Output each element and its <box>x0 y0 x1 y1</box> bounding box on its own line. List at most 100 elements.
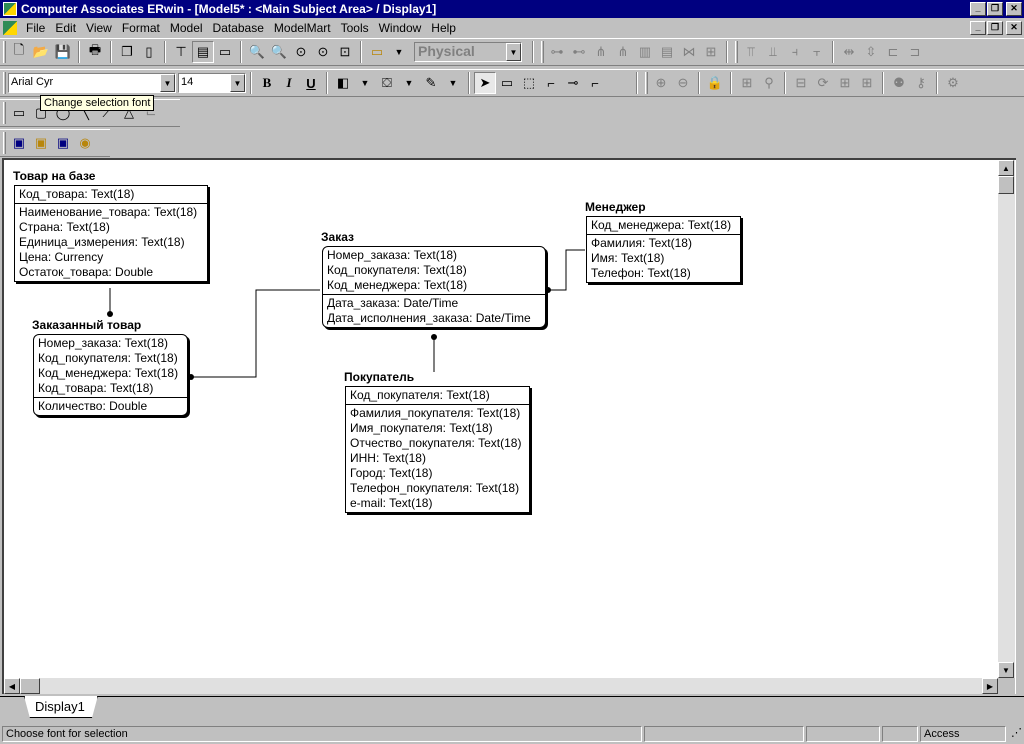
doc-minimize-button[interactable]: _ <box>970 21 986 35</box>
attribute[interactable]: Количество: Double <box>38 399 148 413</box>
display-level-icon[interactable]: ▭ <box>370 44 384 59</box>
attribute[interactable]: Имя: Text(18) <box>591 251 665 265</box>
attribute[interactable]: Имя_покупателя: Text(18) <box>350 421 493 435</box>
save-icon[interactable]: 💾 <box>54 44 72 59</box>
vertical-scroll-thumb[interactable] <box>998 176 1014 194</box>
note-icon[interactable]: ▭ <box>218 44 232 59</box>
attribute[interactable]: Дата_исполнения_заказа: Date/Time <box>327 311 531 325</box>
close-button[interactable]: ✕ <box>1006 2 1022 16</box>
paint-brush-icon[interactable]: ⊤ <box>175 44 187 59</box>
attribute[interactable]: Наименование_товара: Text(18) <box>19 205 198 219</box>
horizontal-scroll-thumb[interactable] <box>20 678 40 694</box>
rel-zakaz-zakaz-tovar[interactable] <box>192 289 320 378</box>
rectangle-tool-icon[interactable]: ▭ <box>12 105 26 120</box>
menu-help[interactable]: Help <box>431 20 456 35</box>
underline-button[interactable]: U <box>306 75 316 91</box>
attribute[interactable]: Фамилия: Text(18) <box>591 236 692 250</box>
attribute[interactable]: Телефон: Text(18) <box>591 266 691 280</box>
dotted-box-tool-icon[interactable]: ⬚ <box>522 75 536 90</box>
print-icon[interactable]: 🖶 <box>88 42 102 57</box>
key-attribute[interactable]: Номер_заказа: Text(18) <box>327 248 458 262</box>
scroll-left-button[interactable]: ◀ <box>4 678 20 694</box>
vertical-scrollbar[interactable]: ▲ ▼ <box>998 160 1015 678</box>
rel-manager-zakaz[interactable] <box>549 249 585 291</box>
scroll-up-button[interactable]: ▲ <box>998 160 1014 176</box>
key-attribute[interactable]: Код_покупателя: Text(18) <box>350 388 490 402</box>
zoom-fit-icon[interactable]: ⊙ <box>317 44 329 59</box>
zoom-actual-icon[interactable]: ⊙ <box>295 44 307 59</box>
triangle-tool-icon[interactable]: △ <box>124 105 134 120</box>
minimize-button[interactable]: _ <box>970 2 986 16</box>
menu-tools[interactable]: Tools <box>340 20 369 35</box>
fill-color-icon[interactable]: ◧ <box>336 75 350 90</box>
key-attribute[interactable]: Код_покупателя: Text(18) <box>327 263 467 277</box>
entity-tool-icon[interactable]: ▭ <box>500 75 514 90</box>
attribute[interactable]: Цена: Currency <box>19 250 104 264</box>
menu-view[interactable]: View <box>86 20 112 35</box>
pen-color-icon[interactable]: ✎ <box>425 75 437 90</box>
key-attribute[interactable]: Код_менеджера: Text(18) <box>327 278 468 292</box>
page-icon[interactable]: ▯ <box>145 44 153 59</box>
italic-button[interactable]: I <box>286 75 292 90</box>
bucket-dropdown-icon[interactable]: ▼ <box>404 78 414 88</box>
identifying-relationship-icon[interactable]: ⌐ <box>547 75 555 91</box>
zoom-out-icon[interactable]: 🔍 <box>248 44 266 59</box>
key-attribute[interactable]: Номер_заказа: Text(18) <box>38 336 169 350</box>
zoom-window-icon[interactable]: ⊡ <box>339 44 351 59</box>
complete-compare-icon[interactable]: ◉ <box>79 135 91 150</box>
scroll-right-button[interactable]: ▶ <box>982 678 998 694</box>
entity-pokupatel[interactable]: Код_покупателя: Text(18) Фамилия_покупат… <box>345 386 530 513</box>
logical-physical-select[interactable]: Physical ▼ <box>414 42 522 62</box>
pointer-tool-icon[interactable]: ➤ <box>474 72 496 94</box>
menu-file[interactable]: File <box>26 20 46 35</box>
key-attribute[interactable]: Код_менеджера: Text(18) <box>591 218 732 232</box>
display-dropdown-icon[interactable]: ▼ <box>394 47 404 57</box>
menu-database[interactable]: Database <box>212 20 264 35</box>
doc-restore-button[interactable]: ❐ <box>987 21 1003 35</box>
fill-dropdown-icon[interactable]: ▼ <box>360 78 370 88</box>
menu-modelmart[interactable]: ModelMart <box>273 20 331 35</box>
attribute[interactable]: Фамилия_покупателя: Text(18) <box>350 406 521 420</box>
font-size-select[interactable]: 14 ▼ <box>178 73 246 93</box>
menu-window[interactable]: Window <box>378 20 422 35</box>
maximize-button[interactable]: ❐ <box>987 2 1003 16</box>
entity-title-pokupatel[interactable]: Покупатель <box>344 370 415 384</box>
horizontal-scrollbar[interactable]: ◀ ▶ <box>4 678 998 694</box>
resize-grip-icon[interactable]: ⋰ <box>1011 727 1022 739</box>
attribute[interactable]: e-mail: Text(18) <box>350 496 433 510</box>
entity-tovar[interactable]: Код_товара: Text(18) Наименование_товара… <box>14 185 208 282</box>
document-icon[interactable] <box>3 20 17 35</box>
open-folder-icon[interactable]: 📂 <box>32 44 50 59</box>
entity-display-icon[interactable]: ▤ <box>192 41 214 63</box>
attribute[interactable]: Страна: Text(18) <box>19 220 110 234</box>
entity-title-zakaz-tovar[interactable]: Заказанный товар <box>32 318 142 332</box>
attribute[interactable]: Дата_заказа: Date/Time <box>327 296 459 310</box>
non-identifying-relationship-icon[interactable]: ⌐ <box>591 75 599 91</box>
entity-zakaz-tovar[interactable]: Номер_заказа: Text(18) Код_покупателя: T… <box>33 334 188 416</box>
paint-bucket-icon[interactable]: ⛋ <box>382 75 392 90</box>
entity-title-zakaz[interactable]: Заказ <box>321 230 354 244</box>
attribute[interactable]: Телефон_покупателя: Text(18) <box>350 481 520 495</box>
menu-format[interactable]: Format <box>121 20 160 35</box>
key-attribute[interactable]: Код_менеджера: Text(18) <box>38 366 179 380</box>
font-name-select[interactable]: Arial Cyr ▼ <box>8 73 176 93</box>
entity-title-manager[interactable]: Менеджер <box>585 200 646 214</box>
doc-close-button[interactable]: ✕ <box>1006 21 1022 35</box>
new-file-icon[interactable]: 🗋 <box>13 42 25 57</box>
attribute[interactable]: Отчество_покупателя: Text(18) <box>350 436 522 450</box>
polyline-tool-icon[interactable]: ⟋ <box>102 105 112 120</box>
copy-icon[interactable]: ❐ <box>121 44 133 59</box>
menu-model[interactable]: Model <box>169 20 203 35</box>
zoom-in-icon[interactable]: 🔍 <box>270 44 288 59</box>
bold-button[interactable]: B <box>262 75 272 90</box>
entity-title-tovar[interactable]: Товар на базе <box>13 169 96 183</box>
attribute[interactable]: ИНН: Text(18) <box>350 451 426 465</box>
line-tool-icon[interactable]: ╲ <box>81 105 89 120</box>
attribute[interactable]: Остаток_товара: Double <box>19 265 154 279</box>
diagram-canvas[interactable]: Товар на базе Код_товара: Text(18) Наиме… <box>2 158 1016 694</box>
many-to-many-icon[interactable]: ⊸ <box>567 75 579 90</box>
attribute[interactable]: Единица_измерения: Text(18) <box>19 235 185 249</box>
forward-engineer-icon[interactable]: ▣ <box>56 135 70 150</box>
pen-dropdown-icon[interactable]: ▼ <box>448 78 458 88</box>
key-attribute[interactable]: Код_товара: Text(18) <box>19 187 135 201</box>
